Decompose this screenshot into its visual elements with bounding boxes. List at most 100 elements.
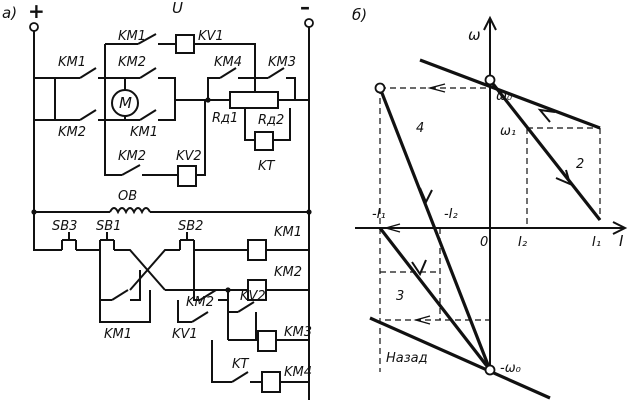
- wire: [104, 120, 122, 176]
- km3-contact: [267, 67, 285, 79]
- km2-right-label: KM2: [118, 55, 146, 70]
- wire: [130, 270, 141, 301]
- km1-right-contact: [139, 109, 157, 121]
- km4-contact: [219, 67, 237, 79]
- current-axis-label: I: [619, 232, 624, 250]
- wire: [99, 290, 151, 323]
- sb3-button: [61, 232, 77, 250]
- backward-label: Назад: [386, 351, 428, 366]
- km1-top-label: KM1: [118, 29, 146, 44]
- sb3-label: SB3: [52, 219, 77, 234]
- km4-coil-label: KM4: [284, 365, 312, 380]
- minus-terminal: [304, 18, 314, 28]
- omega-axis-arrow: [483, 15, 497, 31]
- kv1-contact: [191, 311, 209, 323]
- kv1-coil: [175, 34, 195, 54]
- wire: [244, 108, 255, 141]
- arrow-forward-natural: [537, 108, 556, 123]
- resistor-rd: [229, 91, 279, 109]
- km3-coil: [257, 330, 277, 352]
- panel-a-letter: a): [2, 4, 17, 22]
- start-point: [374, 82, 386, 94]
- rd1-label: Rд1: [212, 111, 238, 126]
- characteristics-graph: б) ω I 0: [352, 6, 628, 400]
- natural-characteristic-reverse: [369, 316, 551, 400]
- i1-label: I₁: [592, 235, 601, 250]
- km2-hold-contact: [199, 289, 217, 301]
- minus-i1-label: -I₁: [372, 207, 386, 222]
- km4-label: KM4: [214, 55, 242, 70]
- km1-coil: [247, 239, 267, 261]
- junction: [225, 287, 231, 293]
- km4-coil: [261, 371, 281, 393]
- characteristic-4: [378, 87, 492, 371]
- omega0-label: ω₀: [496, 89, 513, 104]
- wire: [207, 77, 220, 100]
- kt-contact: [231, 371, 249, 383]
- omega0-point: [484, 74, 496, 86]
- km1-hold-contact: [111, 289, 129, 301]
- km2-hold-label: KM2: [186, 295, 214, 310]
- bridge-left-loop: [34, 77, 56, 121]
- arrow-dashed-top: [427, 83, 446, 93]
- minus-omega0-point: [484, 364, 496, 376]
- panel-b-letter: б): [352, 6, 367, 24]
- sb1-button: [99, 232, 115, 250]
- wire: [196, 100, 206, 176]
- kv1-bottom-label: KV1: [172, 327, 198, 342]
- km1-top-contact: [137, 33, 157, 45]
- sb2-label: SB2: [178, 219, 203, 234]
- wire: [33, 212, 62, 251]
- wire: [129, 249, 180, 291]
- sb1-label: SB1: [96, 219, 121, 234]
- sb2-button: [179, 232, 195, 250]
- wire: [158, 77, 176, 100]
- kv2-top-label: KV2: [176, 149, 202, 164]
- junction: [306, 209, 312, 215]
- origin-label: 0: [480, 235, 488, 250]
- wire: [193, 250, 200, 301]
- km2-bottom-label: KM2: [118, 149, 146, 164]
- rd2-label: Rд2: [258, 113, 284, 128]
- line-3-label: 3: [396, 289, 404, 304]
- km3-coil-label: KM3: [284, 325, 312, 340]
- minus-sign: –: [300, 0, 310, 19]
- omega1-label: ω₁: [500, 124, 516, 139]
- line-2-label: 2: [576, 157, 584, 172]
- natural-characteristic-forward: [419, 58, 601, 130]
- wire: [158, 100, 176, 121]
- kt-coil-top: [254, 131, 274, 151]
- km1-coil-label: KM1: [274, 225, 302, 240]
- motor-label: M: [119, 94, 132, 112]
- i2-label: I₂: [518, 235, 527, 250]
- arrow-line-2: [555, 169, 572, 186]
- plus-sign: +: [28, 0, 45, 23]
- km3-label: KM3: [268, 55, 296, 70]
- kv2-contact: [237, 301, 255, 313]
- wire: [114, 249, 166, 291]
- wire: [177, 300, 192, 323]
- km1-right-label: KM1: [130, 125, 158, 140]
- km2-left-contact: [79, 109, 97, 121]
- minus-omega0-label: -ω₀: [500, 361, 522, 376]
- plus-terminal: [29, 22, 39, 32]
- arrow-dashed-axis: [383, 223, 401, 233]
- field-winding-ob: [109, 207, 151, 215]
- ob-label: OB: [118, 189, 137, 204]
- wire: [273, 108, 291, 141]
- kv1-top-label: KV1: [198, 29, 224, 44]
- arrow-dashed-lower: [413, 315, 431, 325]
- arrow-line-3: [411, 259, 427, 277]
- kv2-bottom-label: KV2: [240, 289, 266, 304]
- junction: [205, 97, 211, 103]
- wire: [211, 340, 232, 383]
- km1-left-label: KM1: [58, 55, 86, 70]
- voltage-label: U: [172, 0, 183, 17]
- circuit-schematic: a) + – U KM1 KV1 KM1 KM2 M: [2, 0, 314, 400]
- km1-hold-label: KM1: [104, 327, 132, 342]
- kt-top-label: KT: [258, 159, 276, 174]
- omega-axis-label: ω: [468, 26, 481, 44]
- kt-bottom-label: KT: [232, 357, 250, 372]
